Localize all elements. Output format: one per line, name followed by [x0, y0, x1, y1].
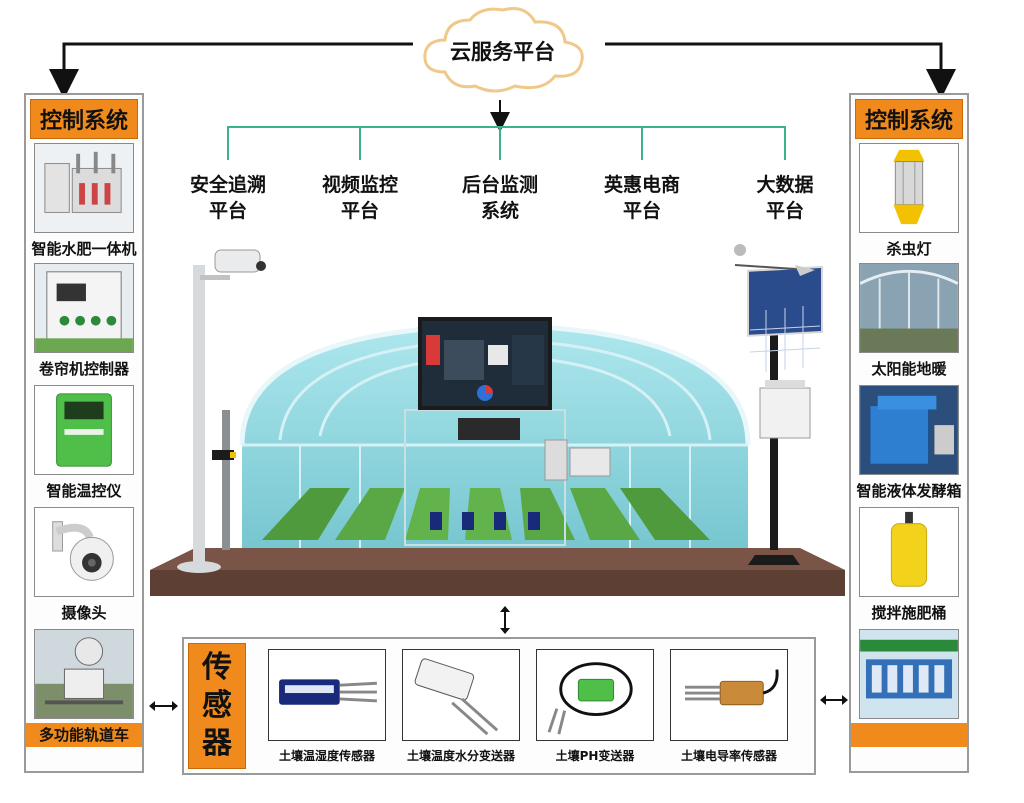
platform-video-monitoring: 视频监控 平台: [300, 172, 420, 224]
right-item-label: 太阳能地暖: [871, 360, 947, 378]
fertigation-machine-icon: [34, 143, 134, 233]
right-item-smart-service: [851, 629, 967, 749]
right-item-solar-heating: 太阳能地暖: [855, 263, 963, 383]
monitor-display: [418, 317, 552, 410]
sensor-soil-ph: 土壤PH变送器: [536, 649, 654, 771]
mixing-barrel-icon: [859, 507, 959, 597]
platform-line1: 大数据: [756, 174, 814, 196]
platform-line2: 平台: [208, 200, 247, 222]
sensor-soil-temp-humidity: 土壤温湿度传感器: [268, 649, 386, 771]
left-panel-title: 控制系统: [30, 99, 138, 139]
left-item-roller-controller: 卷帘机控制器: [30, 263, 138, 383]
left-item-label: 智能温控仪: [46, 482, 122, 500]
rail-cart-icon: [34, 629, 134, 719]
left-item-thermostat: 智能温控仪: [30, 385, 138, 505]
platform-big-data: 大数据 平台: [725, 172, 845, 224]
cloud-platform-label: 云服务平台: [450, 40, 555, 64]
right-item-mixing-barrel: 搅拌施肥桶: [855, 507, 963, 627]
soil-base: [150, 548, 845, 596]
platform-backend-monitoring: 后台监测 系统: [440, 172, 560, 224]
platform-line1: 视频监控: [321, 174, 398, 196]
left-item-label: 摄像头: [61, 604, 107, 622]
right-item-label: [851, 723, 967, 747]
left-item-rail-cart: 多功能轨道车: [26, 629, 142, 749]
soil-temp-moisture-transmitter-icon: [402, 649, 520, 741]
right-item-fermentation-box: 智能液体发酵箱: [855, 385, 963, 505]
platform-line2: 平台: [340, 200, 379, 222]
left-double-arrow: [149, 701, 178, 711]
left-item-label: 卷帘机控制器: [38, 360, 129, 378]
sensor-label: 土壤PH变送器: [555, 749, 635, 763]
right-item-insect-lamp: 杀虫灯: [855, 143, 963, 263]
sensor-soil-conductivity: 土壤电导率传感器: [670, 649, 788, 771]
soil-temp-humidity-sensor-icon: [268, 649, 386, 741]
fermentation-box-icon: [859, 385, 959, 475]
camera-pole: [177, 249, 266, 573]
service-station-icon: [859, 629, 959, 719]
right-item-label: 智能液体发酵箱: [856, 482, 962, 500]
sensor-label: 土壤温湿度传感器: [278, 749, 375, 763]
platform-bracket: [227, 126, 786, 160]
left-item-fertigation: 智能水肥一体机: [30, 143, 138, 263]
left-item-label: 智能水肥一体机: [31, 240, 137, 258]
thermostat-icon: [34, 385, 134, 475]
cloud-connectors: [49, 42, 956, 132]
platform-line1: 英惠电商: [603, 174, 680, 196]
sensor-label: 土壤温度水分变送器: [406, 749, 515, 763]
roller-controller-icon: [34, 263, 134, 353]
soil-conductivity-sensor-icon: [670, 649, 788, 741]
cloud-icon: [423, 7, 584, 93]
platform-line2: 系统: [480, 200, 519, 222]
insect-lamp-icon: [859, 143, 959, 233]
sensor-soil-temp-moisture: 土壤温度水分变送器: [402, 649, 520, 771]
sensor-panel: 传 感 器 土壤温湿度传感器 土壤温度水分变送器: [182, 637, 816, 775]
platform-line1: 安全追溯: [189, 174, 266, 196]
left-item-label: 多功能轨道车: [26, 723, 142, 747]
sensor-title-char: 器: [202, 726, 232, 761]
platform-line2: 平台: [622, 200, 661, 222]
right-item-label: 搅拌施肥桶: [871, 604, 947, 622]
left-control-panel: 控制系统 智能水肥一体机 卷帘机控制器: [24, 93, 144, 773]
sensor-label: 土壤电导率传感器: [680, 749, 777, 763]
platform-traceability: 安全追溯 平台: [168, 172, 288, 224]
sensor-panel-title: 传 感 器: [188, 643, 246, 769]
platform-ecommerce: 英惠电商 平台: [582, 172, 702, 224]
soil-ph-transmitter-icon: [536, 649, 654, 741]
dome-camera-icon: [34, 507, 134, 597]
weather-station: [734, 244, 823, 565]
vertical-double-arrow: [500, 606, 510, 634]
platform-line1: 后台监测: [461, 174, 538, 196]
right-item-label: 杀虫灯: [886, 240, 932, 258]
solar-heating-icon: [859, 263, 959, 353]
sensor-title-char: 感: [202, 688, 232, 723]
sensor-title-char: 传: [202, 650, 232, 685]
right-double-arrow: [820, 695, 848, 705]
left-item-camera: 摄像头: [30, 507, 138, 627]
right-panel-title: 控制系统: [855, 99, 963, 139]
platform-line2: 平台: [765, 200, 804, 222]
right-control-panel: 控制系统 杀虫灯 太阳能地暖: [849, 93, 969, 773]
